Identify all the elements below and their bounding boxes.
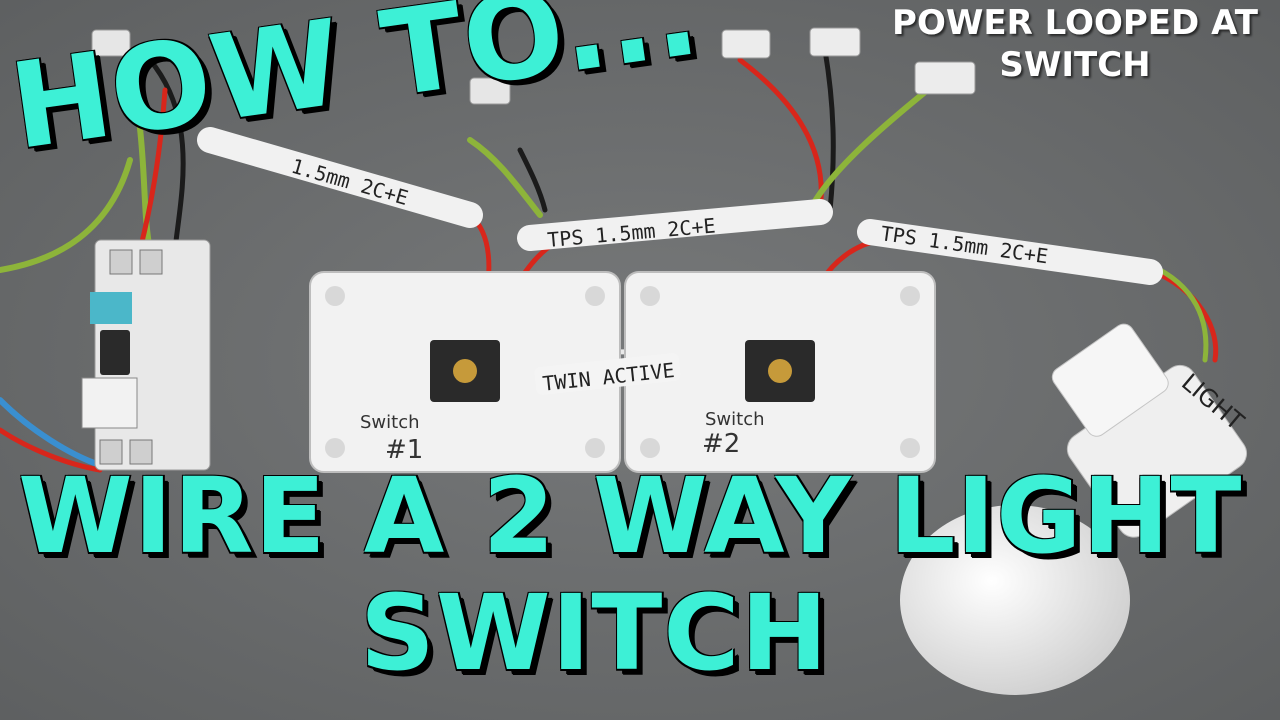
switch-2-word: Switch (705, 409, 765, 430)
headline-line-1: WIRE A 2 WAY LIGHT (18, 455, 1243, 577)
corner-label-line-2: SWITCH (999, 45, 1151, 85)
corner-label: POWER LOOPED AT SWITCH (870, 2, 1280, 86)
headline-line-2: SWITCH (360, 572, 829, 694)
switch-1-number: #1 (385, 435, 423, 465)
switch-plate-2: Switch #2 (624, 271, 936, 473)
switch-2-number: #2 (702, 429, 740, 459)
switch-1-word: Switch (360, 412, 420, 433)
corner-label-line-1: POWER LOOPED AT (892, 3, 1258, 43)
circuit-breaker (81, 239, 211, 471)
terminal-connectors (91, 27, 976, 105)
switch-plate-1: Switch #1 (309, 271, 621, 473)
